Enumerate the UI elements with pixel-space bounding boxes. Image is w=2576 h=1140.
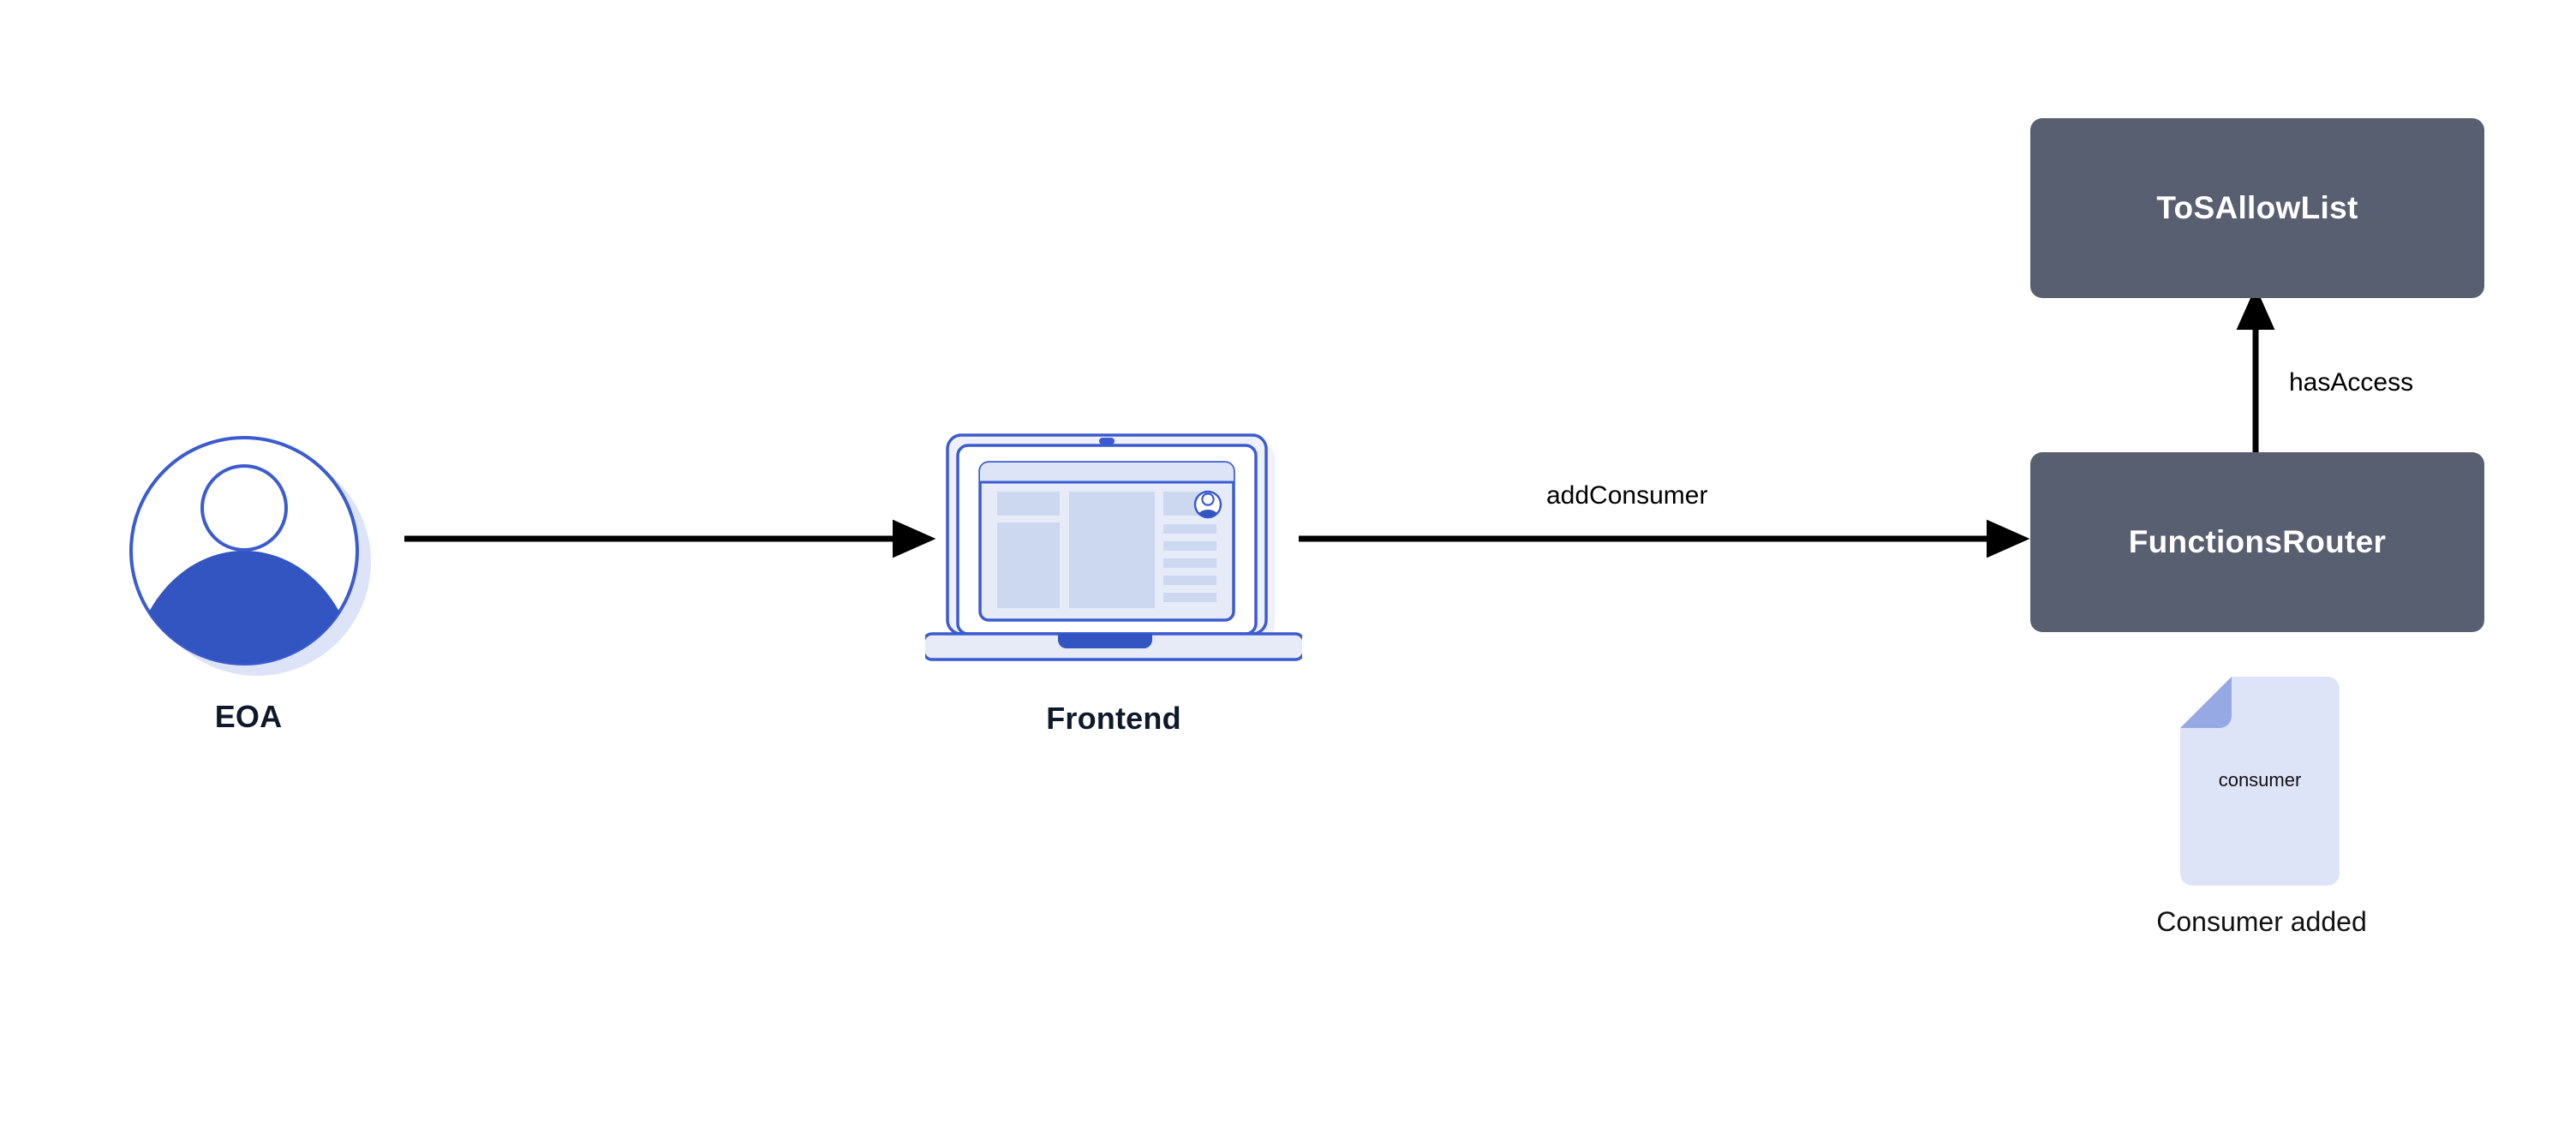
consumer-added-caption: Consumer added bbox=[2156, 906, 2367, 937]
user-avatar-icon bbox=[120, 427, 377, 683]
node-label-frontend: Frontend bbox=[1046, 701, 1181, 736]
node-frontend[interactable]: Frontend bbox=[922, 428, 1306, 762]
node-eoa[interactable]: EOA bbox=[120, 427, 377, 761]
document-icon: consumer bbox=[2180, 677, 2340, 886]
contract-label-tos-allowlist: ToSAllowList bbox=[2156, 190, 2358, 225]
node-consumer-document[interactable]: consumer Consumer added bbox=[2156, 677, 2386, 959]
document-text: consumer bbox=[2218, 769, 2302, 791]
laptop-icon bbox=[922, 428, 1306, 685]
contract-box-tos-allowlist[interactable]: ToSAllowList bbox=[2030, 118, 2484, 298]
node-label-eoa: EOA bbox=[214, 699, 283, 734]
contract-box-functions-router[interactable]: FunctionsRouter bbox=[2030, 452, 2484, 632]
edge-label-add-consumer: addConsumer bbox=[1546, 481, 1708, 510]
contract-label-functions-router: FunctionsRouter bbox=[2128, 524, 2387, 559]
edge-label-has-access: hasAccess bbox=[2289, 368, 2414, 397]
